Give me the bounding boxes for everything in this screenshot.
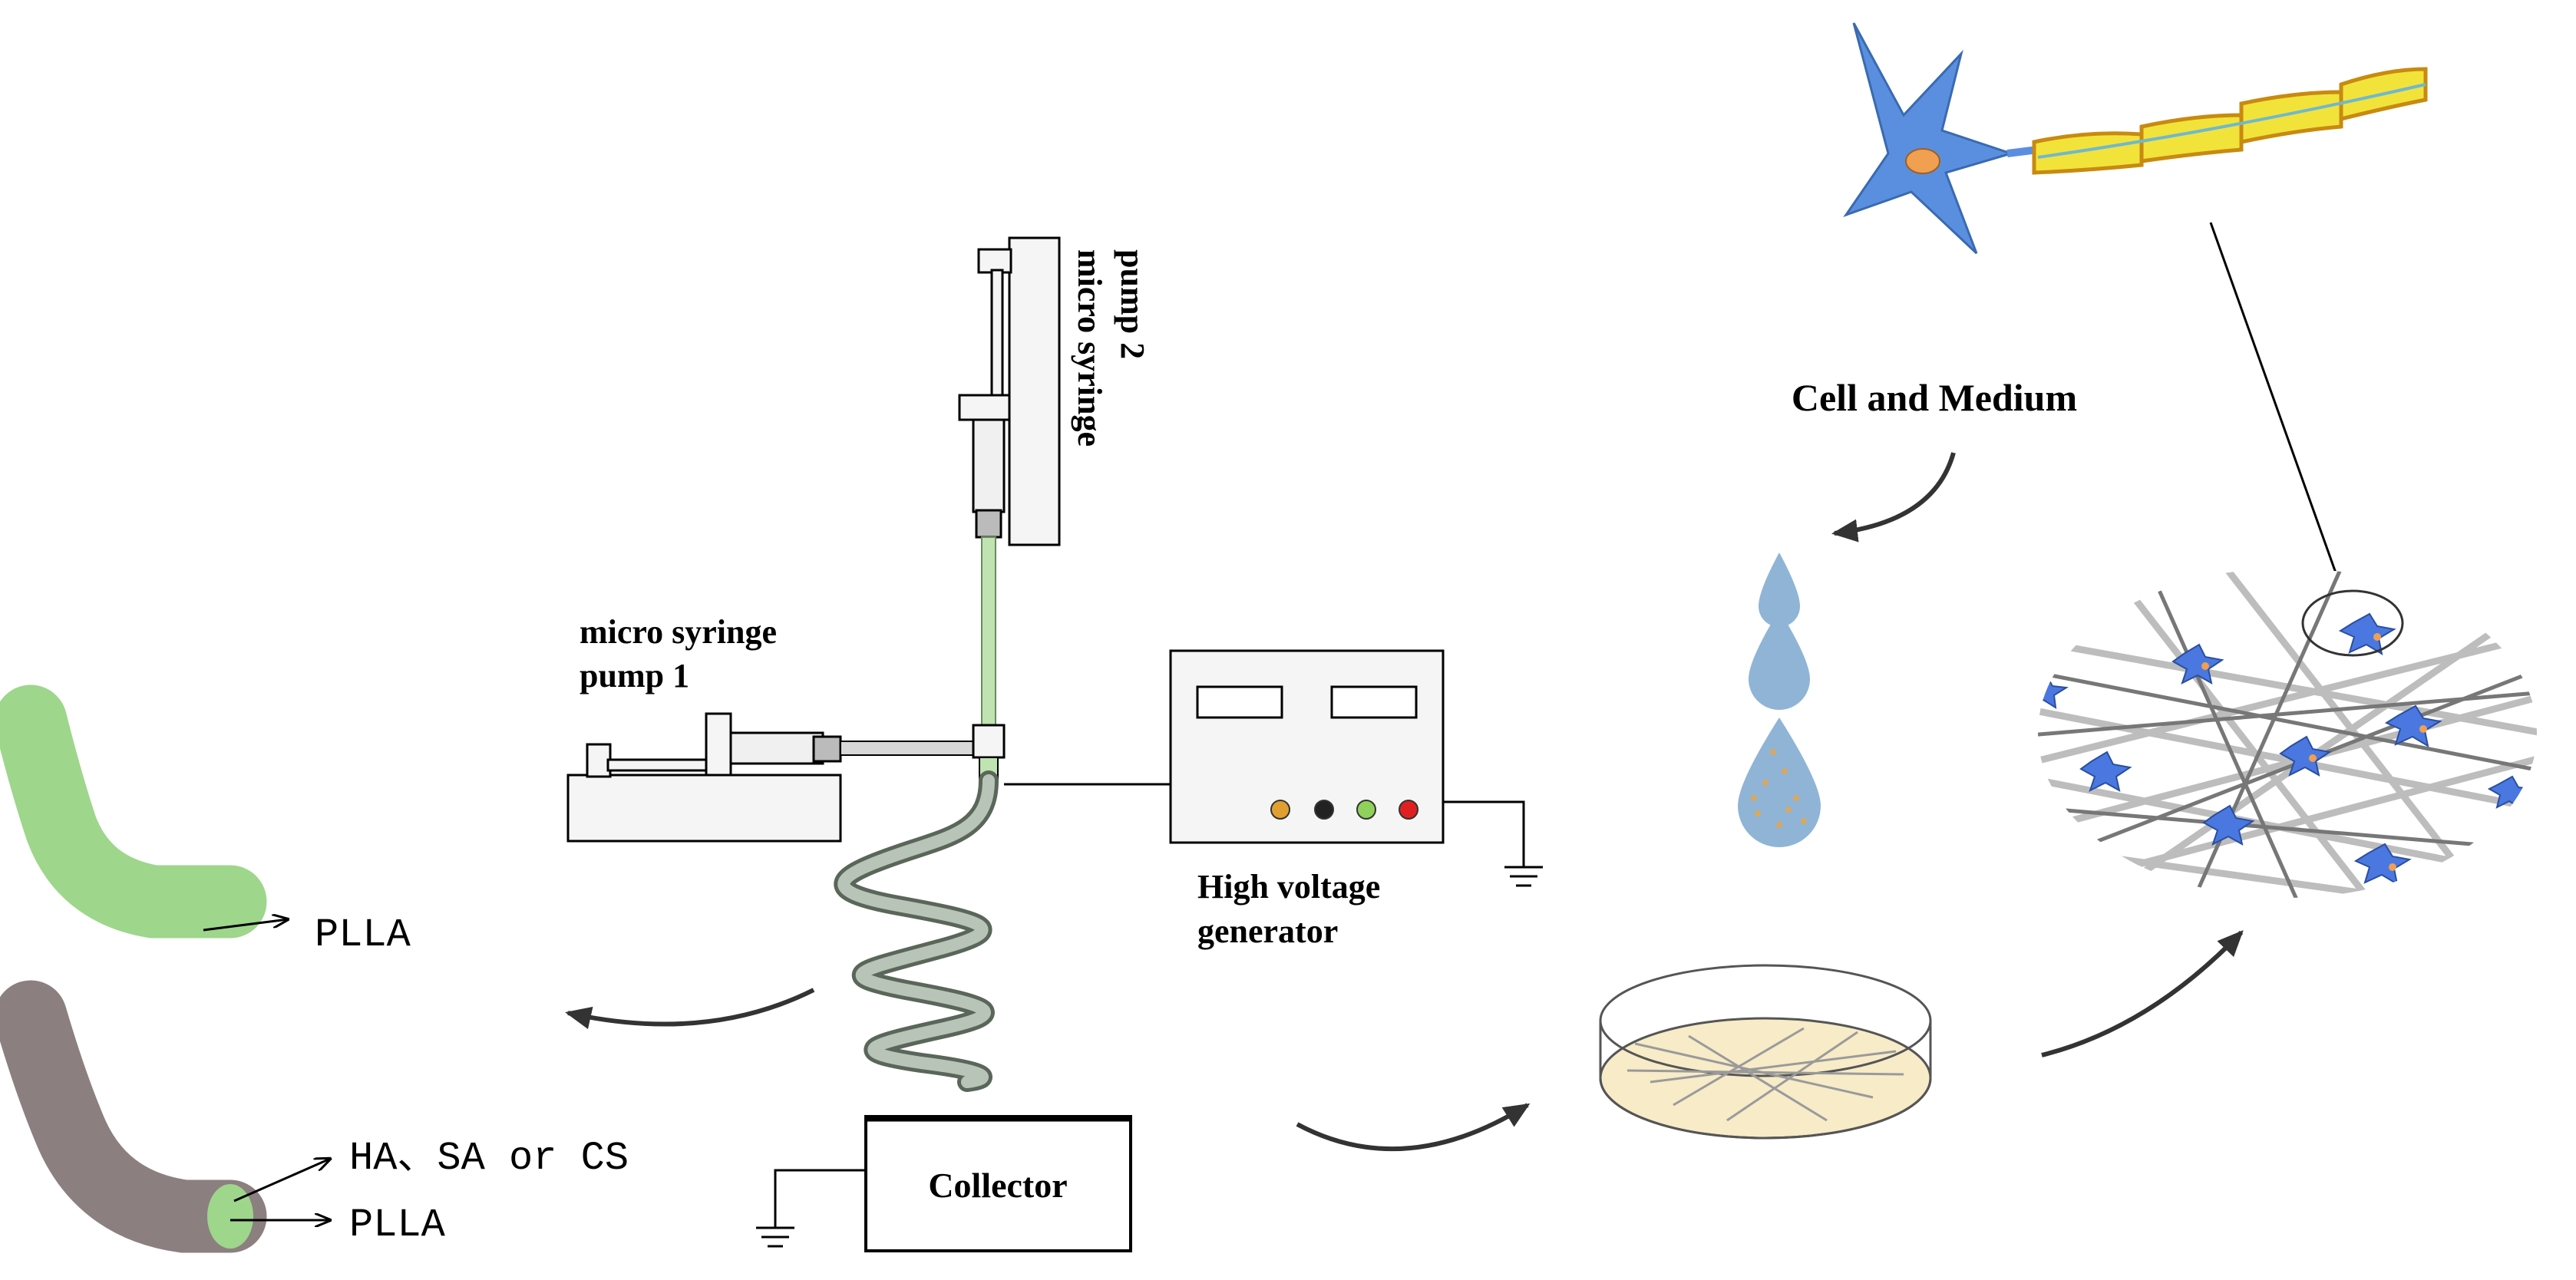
pump2-label-line1: micro syringe: [1071, 249, 1108, 447]
hv-display-left: [1196, 685, 1283, 719]
hv-knob-red: [1399, 800, 1418, 820]
flow-arrow-icon: [1296, 1103, 1531, 1152]
pump2-label-line2: pump 2: [1114, 249, 1151, 359]
syringe-pump-2: micro syringe pump 2: [958, 236, 1151, 726]
collector-box: [864, 1115, 1132, 1252]
droplet-icon: [1738, 553, 1821, 847]
fiber-plla: PLLA: [0, 685, 411, 958]
flow-arrow-icon: [565, 988, 815, 1030]
cell-nucleus: [1905, 148, 1940, 174]
flow-arrow-icon: [2041, 930, 2244, 1057]
hv-knob-yellow: [1270, 800, 1290, 820]
pump2-base: [1008, 236, 1061, 546]
ground-symbol-icon: [756, 1169, 866, 1248]
hv-display-right: [1330, 685, 1418, 719]
pump2-plunger-rod: [990, 269, 1004, 402]
pump1-syringe: [729, 731, 824, 765]
fiber2-shell-label: HA、SA or CS: [349, 1136, 629, 1181]
high-voltage-generator: High voltage generator: [1004, 649, 1543, 950]
neuron-cell-icon: [1843, 22, 2428, 255]
hv-box: [1169, 649, 1445, 844]
hv-knob-black: [1314, 800, 1334, 820]
collector-label: Collector: [928, 1166, 1067, 1205]
fiber-mesh-icon: [2038, 568, 2537, 898]
fiber-core-shell: HA、SA or CS PLLA: [0, 980, 629, 1253]
pump1-base: [566, 774, 842, 843]
flow-arrow-icon: [1831, 452, 1956, 543]
fiber-core-cross-section: [207, 1184, 253, 1249]
pump1-label-line2: pump 1: [580, 657, 689, 694]
collector: Collector: [756, 1115, 1132, 1252]
zoom-circle: [2301, 589, 2404, 657]
pump1-pusher: [705, 712, 732, 777]
pump1-label-line1: micro syringe: [580, 613, 777, 651]
fiber2-shell-pointer: [233, 1159, 330, 1202]
zoom-pointer-line: [2209, 222, 2346, 599]
pump2-syringe: [972, 418, 1006, 513]
cell-medium-label: Cell and Medium: [1792, 376, 2077, 419]
syringe-pump-1: micro syringe pump 1: [566, 613, 979, 843]
pump2-pusher: [958, 394, 1011, 421]
hv-knob-green: [1356, 800, 1376, 820]
fiber1-core-label: PLLA: [315, 912, 411, 958]
fiber2-core-label: PLLA: [349, 1202, 446, 1248]
hv-label-line2: generator: [1197, 912, 1338, 950]
hv-label-line1: High voltage: [1197, 868, 1380, 906]
ground-symbol-icon: [1443, 800, 1543, 887]
fiber1-core-pointer: [203, 919, 288, 932]
pump2-needle: [981, 536, 996, 726]
myelinated-axon: [2032, 67, 2428, 175]
pump1-needle: [840, 741, 979, 756]
coaxial-junction: [972, 724, 1006, 759]
petri-dish-icon: [1599, 964, 1932, 1140]
